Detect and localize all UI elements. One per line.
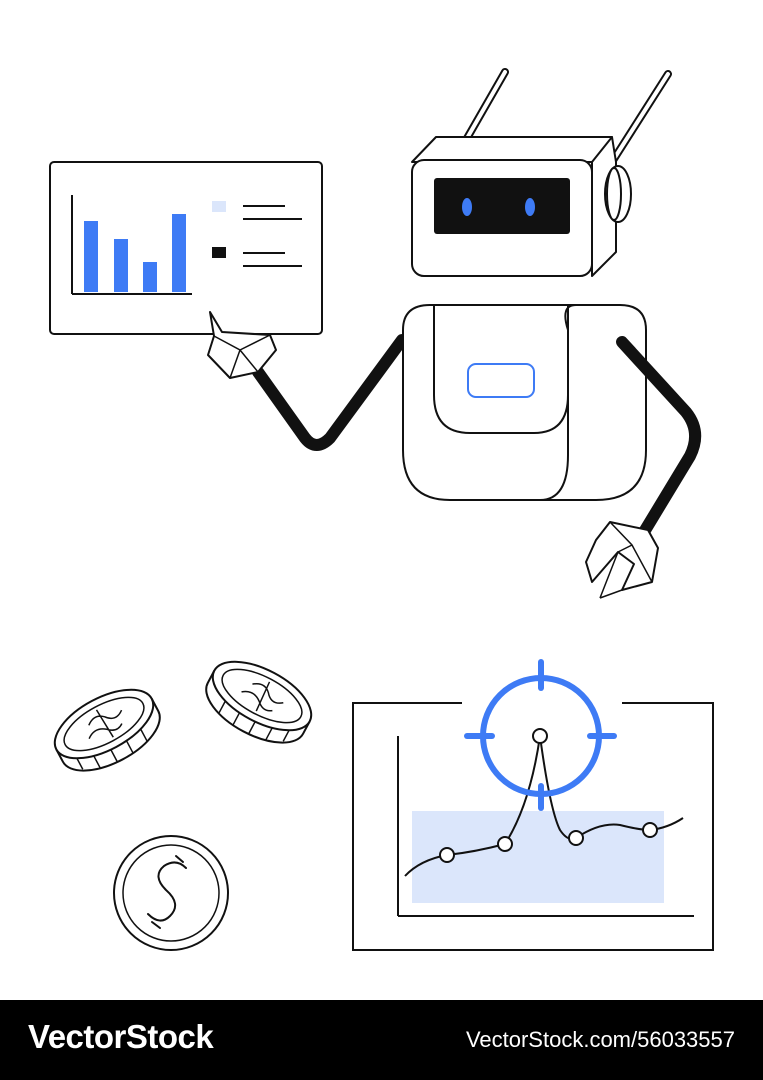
coin-icon bbox=[205, 660, 313, 744]
brand-logo-text: VectorStock bbox=[28, 1018, 214, 1055]
chart-point bbox=[532, 728, 548, 744]
legend-icon bbox=[212, 201, 302, 267]
presentation-board bbox=[49, 161, 323, 335]
chart-point bbox=[439, 847, 455, 863]
chart-point bbox=[642, 822, 658, 838]
right-eye-icon bbox=[525, 198, 535, 216]
chest-panel-icon bbox=[467, 363, 535, 398]
dollar-coin-icon bbox=[113, 835, 229, 951]
watermark-footer: VectorStock VectorStock.com/56033557 bbox=[0, 1000, 763, 1080]
target-crosshair-icon bbox=[464, 659, 617, 811]
bar-chart-icon bbox=[71, 195, 192, 295]
image-reference: VectorStock.com/56033557 bbox=[465, 1027, 735, 1052]
line-chart-panel bbox=[352, 702, 714, 951]
chart-point bbox=[568, 830, 584, 846]
robot-analytics-illustration bbox=[49, 68, 714, 951]
robot-icon bbox=[207, 68, 702, 599]
coin-icon bbox=[53, 688, 161, 772]
chart-point bbox=[497, 836, 513, 852]
left-eye-icon bbox=[462, 198, 472, 216]
